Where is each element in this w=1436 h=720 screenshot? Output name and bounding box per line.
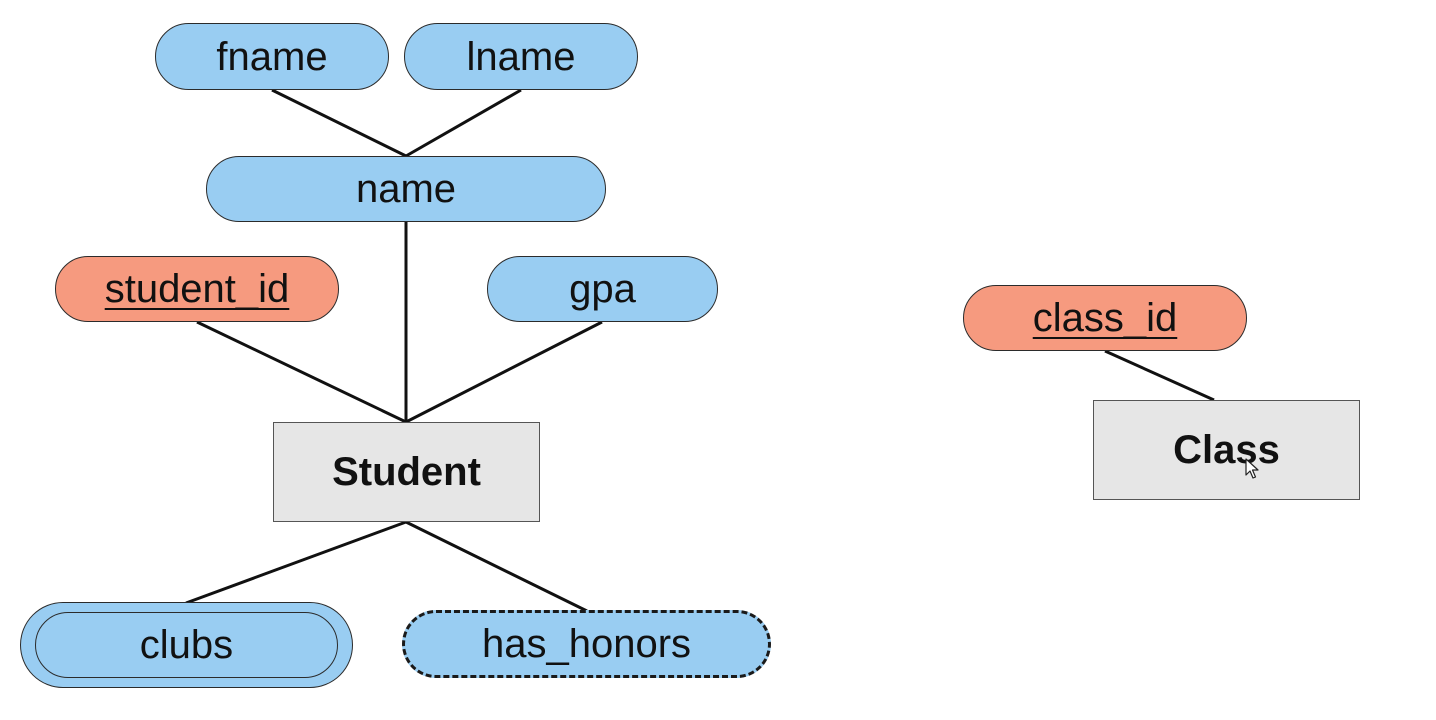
- attribute-fname[interactable]: fname: [155, 23, 389, 90]
- attribute-lname[interactable]: lname: [404, 23, 638, 90]
- attribute-student-id-label: student_id: [104, 267, 290, 311]
- line-student-clubs: [185, 520, 407, 605]
- attribute-has-honors[interactable]: has_honors: [402, 610, 771, 678]
- attribute-class-id[interactable]: class_id: [963, 285, 1247, 351]
- attribute-name-label: name: [355, 167, 457, 211]
- attribute-student-id[interactable]: student_id: [55, 256, 339, 322]
- line-gpa-student: [405, 320, 603, 424]
- line-class-id-class: [1104, 349, 1215, 402]
- attribute-clubs-label: clubs: [139, 623, 234, 667]
- attribute-class-id-label: class_id: [1032, 296, 1178, 340]
- line-lname-name: [405, 88, 522, 158]
- attribute-has-honors-label: has_honors: [481, 622, 692, 666]
- entity-class-label: Class: [1173, 427, 1280, 472]
- line-student-has-honors: [405, 520, 588, 613]
- line-fname-name: [271, 88, 407, 158]
- attribute-lname-label: lname: [466, 34, 576, 79]
- attribute-name[interactable]: name: [206, 156, 606, 222]
- attribute-clubs-inner-border: [35, 612, 338, 678]
- attribute-gpa-label: gpa: [569, 267, 636, 311]
- attribute-fname-label: fname: [216, 34, 328, 79]
- entity-student[interactable]: Student: [273, 422, 540, 522]
- attribute-clubs[interactable]: clubs: [20, 602, 353, 688]
- mouse-pointer-icon: [1245, 458, 1259, 479]
- attribute-gpa[interactable]: gpa: [487, 256, 718, 322]
- line-student-id-student: [196, 320, 407, 424]
- entity-student-label: Student: [332, 449, 481, 494]
- entity-class[interactable]: Class: [1093, 400, 1360, 500]
